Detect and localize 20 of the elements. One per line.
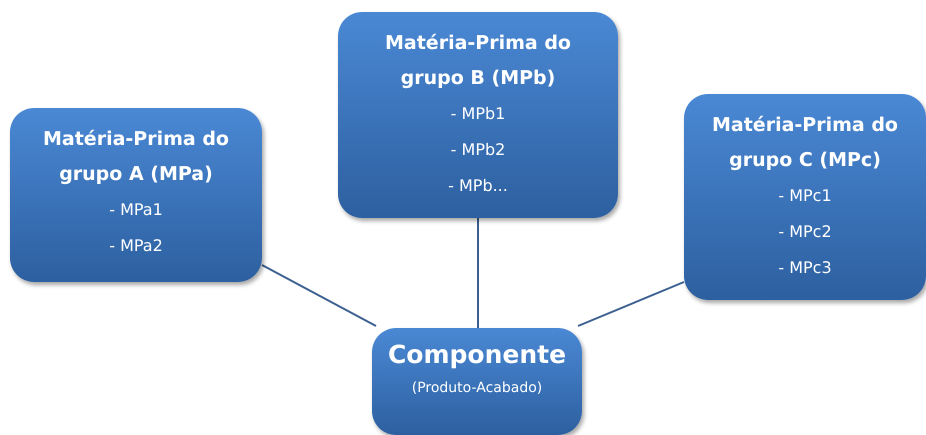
connector-line bbox=[262, 264, 376, 327]
list-item: - MPc1 bbox=[778, 185, 832, 207]
list-item: - MPb1 bbox=[450, 103, 506, 125]
list-item: - MPc2 bbox=[778, 221, 832, 243]
connector-line bbox=[477, 218, 479, 328]
list-item: - MPc3 bbox=[778, 257, 832, 279]
list-item: - MPb2 bbox=[450, 139, 506, 161]
connector-line bbox=[578, 281, 684, 327]
box-subtitle: (Produto-Acabado) bbox=[412, 379, 542, 398]
list-item: - MPa2 bbox=[109, 235, 163, 257]
list-item: - MPb... bbox=[448, 175, 508, 197]
box-heading: Componente bbox=[386, 339, 568, 371]
box-heading: Matéria-Prima do grupo C (MPc) bbox=[711, 113, 899, 173]
list-item: - MPa1 bbox=[109, 199, 163, 221]
rounded-box bbox=[372, 328, 582, 435]
box-heading: Matéria-Prima do grupo A (MPa) bbox=[42, 127, 230, 187]
box-heading: Matéria-Prima do grupo B (MPb) bbox=[384, 31, 572, 91]
rounded-box bbox=[684, 94, 926, 300]
rounded-box bbox=[10, 108, 262, 282]
rounded-box bbox=[338, 12, 618, 218]
